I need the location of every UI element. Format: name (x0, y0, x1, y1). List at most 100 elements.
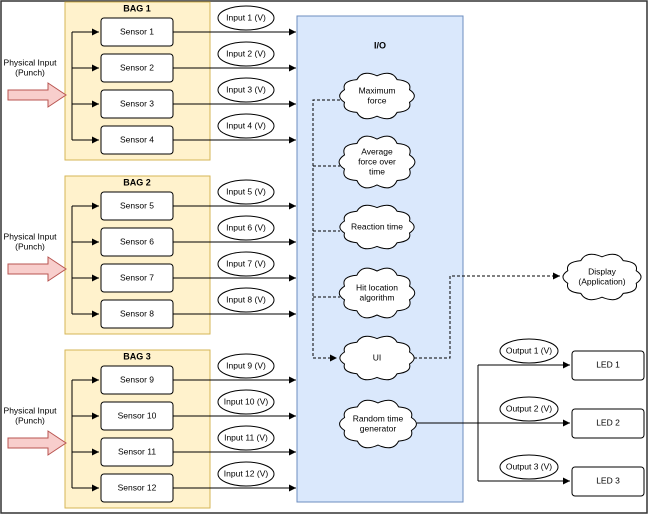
physical-input-2-label-line-2: (Punch) (15, 241, 45, 251)
display-cloud-shape (562, 253, 642, 301)
input-10-ellipse (217, 389, 275, 415)
physical-input-3-label-line-1: Physical Input (4, 405, 58, 415)
sensor-2-box (100, 53, 174, 83)
output-3-ellipse (499, 454, 559, 480)
cloud-6-label-line-1: Random time (353, 413, 404, 423)
cloud-1-label-line-1: Maximum (359, 85, 396, 95)
cloud-2-shape (338, 135, 416, 189)
sensor-10-box (100, 401, 174, 431)
physical-input-1-arrow (7, 82, 67, 108)
bag-2-title: BAG 2 (123, 177, 151, 187)
output-1-label: Output 1 (V) (506, 345, 552, 355)
physical-input-3-label-line-2: (Punch) (15, 415, 45, 425)
sensor-11-label: Sensor 11 (118, 446, 156, 456)
led-3-label: LED 3 (596, 475, 620, 485)
input-3-label: Input 3 (V) (226, 84, 266, 94)
cloud-6-shape (339, 399, 417, 449)
cloud-5-label-line-1: UI (373, 352, 382, 362)
input-2-label: Input 2 (V) (226, 48, 266, 58)
display-cloud-label-line-2: (Application) (578, 276, 625, 286)
cloud-2-label-line-3: time (369, 166, 385, 176)
cloud-3-shape (339, 204, 415, 250)
dashed-ui-to-display (414, 272, 560, 359)
bag-1-title: BAG 1 (123, 3, 151, 13)
sensor-6-box (100, 227, 174, 257)
sensor-7-box (100, 263, 174, 293)
sensor-1-label: Sensor 1 (120, 26, 154, 36)
sensor-12-box (100, 473, 174, 503)
output-2-ellipse (499, 396, 559, 422)
led-3-box (571, 466, 645, 497)
cloud-1-shape (339, 72, 415, 120)
sensor-7-label: Sensor 7 (120, 272, 154, 282)
sensor-2-label: Sensor 2 (120, 62, 154, 72)
sensor-10-label: Sensor 10 (118, 410, 157, 420)
physical-input-2-arrow (7, 256, 67, 282)
display-cloud-label-line-1: Display (588, 266, 617, 276)
input-6-ellipse (217, 215, 275, 241)
output-3-label: Output 3 (V) (506, 461, 552, 471)
sensor-4-label: Sensor 4 (120, 134, 154, 144)
io-title: I/O (374, 40, 386, 50)
input-9-ellipse (217, 353, 275, 379)
sensor-12-label: Sensor 12 (118, 482, 157, 492)
cloud-2-label-line-2: force over (358, 156, 396, 166)
cloud-3: Reaction time (339, 204, 415, 250)
sensor-6-label: Sensor 6 (120, 236, 154, 246)
led-1-box (571, 350, 645, 381)
physical-input-3-arrow (7, 430, 67, 456)
cloud-4-shape (338, 267, 416, 319)
physical-input-1-label-line-2: (Punch) (15, 67, 45, 77)
input-12-label: Input 12 (V) (224, 468, 269, 478)
sensor-5-label: Sensor 5 (120, 200, 154, 210)
input-8-ellipse (217, 287, 275, 313)
cloud-4-label-line-1: Hit location (356, 282, 398, 292)
input-5-label: Input 5 (V) (226, 186, 266, 196)
input-6-label: Input 6 (V) (226, 222, 266, 232)
input-7-ellipse (217, 251, 275, 277)
sensor-4-box (100, 125, 174, 155)
cloud-6-label-line-2: generator (360, 423, 397, 433)
input-4-ellipse (217, 113, 275, 139)
input-3-ellipse (217, 77, 275, 103)
led-2-box (571, 408, 645, 439)
sensor-1-box (100, 17, 174, 47)
led-2-label: LED 2 (596, 417, 620, 427)
input-2-ellipse (217, 41, 275, 67)
cloud-5: UI (339, 335, 415, 381)
sensor-11-box (100, 437, 174, 467)
cloud-4-label-line-2: algorithm (360, 292, 395, 302)
cloud-5-shape (339, 335, 415, 381)
sensor-8-label: Sensor 8 (120, 308, 154, 318)
sensor-8-box (100, 299, 174, 329)
input-11-label: Input 11 (V) (224, 432, 268, 442)
output-1-ellipse (499, 338, 559, 364)
sensor-3-label: Sensor 3 (120, 98, 154, 108)
cloud-1-label-line-2: force (368, 95, 387, 105)
output-2-label: Output 2 (V) (506, 403, 552, 413)
sensor-9-label: Sensor 9 (120, 374, 154, 384)
input-8-label: Input 8 (V) (226, 294, 266, 304)
input-11-ellipse (217, 425, 275, 451)
input-12-ellipse (217, 461, 275, 487)
physical-input-2-label-line-1: Physical Input (4, 231, 58, 241)
input-7-label: Input 7 (V) (226, 258, 266, 268)
input-4-label: Input 4 (V) (226, 120, 266, 130)
input-10-label: Input 10 (V) (224, 396, 269, 406)
input-1-label: Input 1 (V) (226, 12, 266, 22)
input-1-ellipse (217, 5, 275, 31)
sensor-3-box (100, 89, 174, 119)
input-9-label: Input 9 (V) (226, 360, 266, 370)
led-1-label: LED 1 (596, 359, 620, 369)
bag-3-title: BAG 3 (123, 351, 151, 361)
display-cloud: Display(Application) (562, 253, 642, 301)
cloud-3-label-line-1: Reaction time (351, 221, 403, 231)
input-5-ellipse (217, 179, 275, 205)
